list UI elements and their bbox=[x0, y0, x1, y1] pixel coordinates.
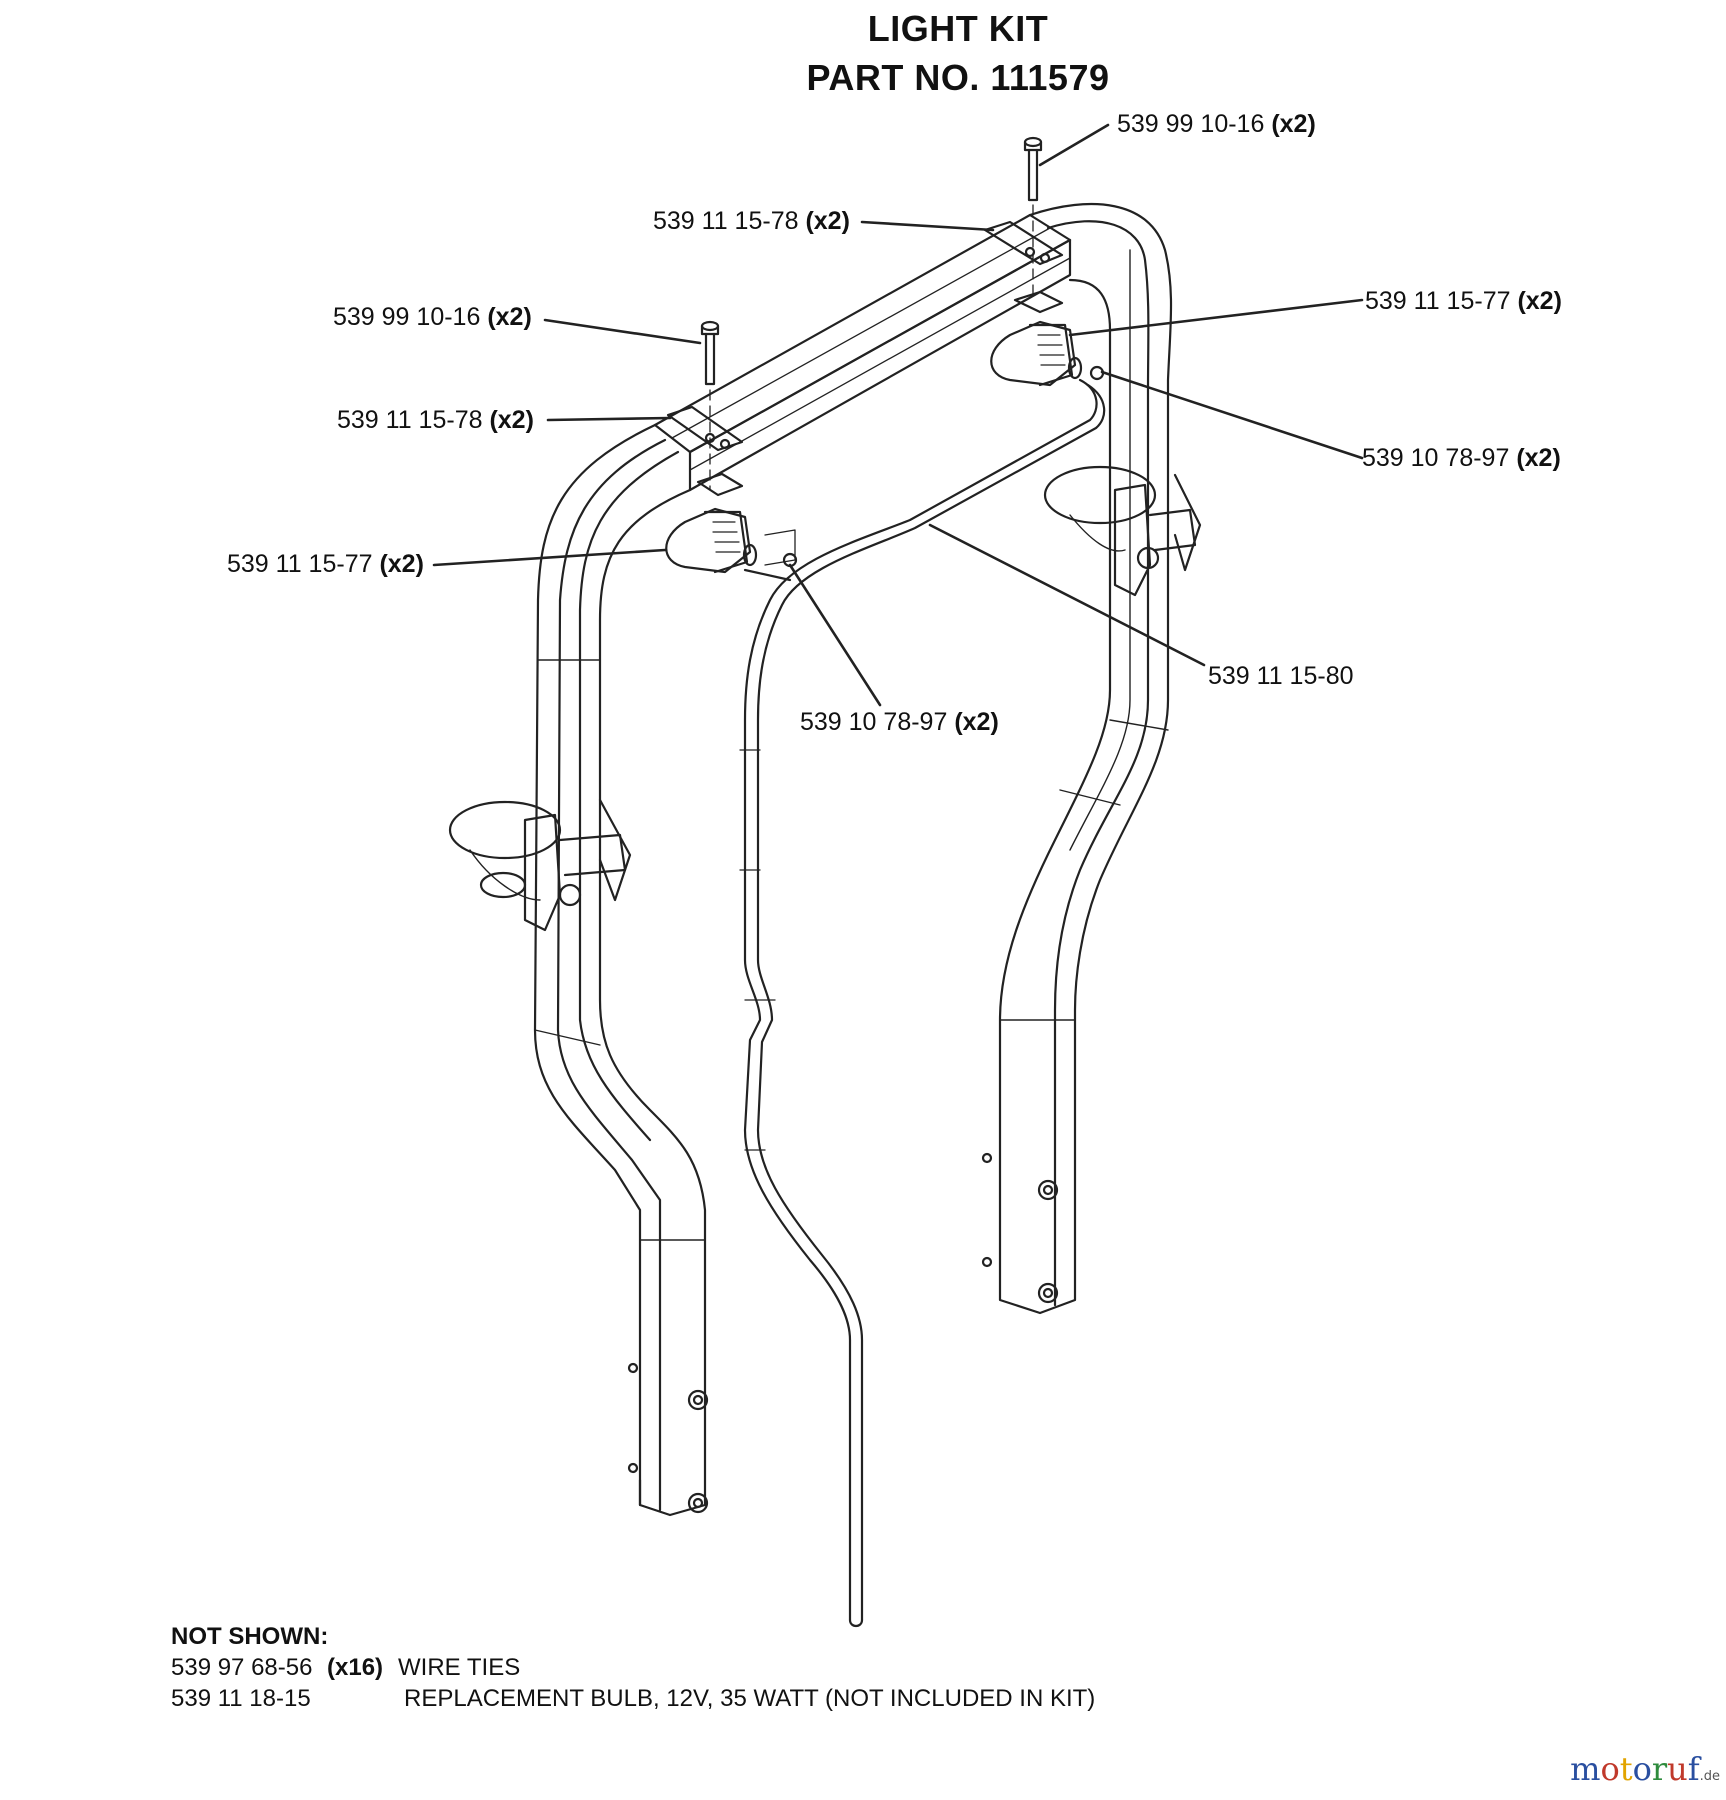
logo-letter: o bbox=[1600, 1750, 1620, 1788]
not-shown-quantity: (x16) bbox=[327, 1654, 384, 1681]
top-bracket-left bbox=[666, 405, 744, 497]
not-shown-description: WIRE TIES bbox=[398, 1654, 521, 1681]
wire-harness bbox=[739, 378, 1106, 1628]
logo-letter: u bbox=[1667, 1750, 1688, 1788]
lock-knob-left bbox=[448, 798, 632, 932]
logo-letter: t bbox=[1619, 1750, 1633, 1788]
callout-light-right: 539 11 15-77 (x2) bbox=[1365, 287, 1562, 315]
light-left bbox=[665, 507, 798, 574]
callout-bolt-top-right: 539 99 10-16 (x2) bbox=[1117, 110, 1316, 138]
callout-bracket-left: 539 11 15-78 (x2) bbox=[337, 406, 534, 434]
callout-bracket-top: 539 11 15-78 (x2) bbox=[653, 207, 850, 235]
callout-bolt-left: 539 99 10-16 (x2) bbox=[333, 303, 532, 331]
cross-bar bbox=[653, 213, 1072, 492]
logo-letter: f bbox=[1687, 1750, 1700, 1788]
motoruf-logo: motoruf.de bbox=[1570, 1750, 1720, 1788]
carriage-bolt-right bbox=[1023, 136, 1043, 301]
not-shown-part-number: 539 11 18-15 bbox=[171, 1685, 311, 1712]
light-right bbox=[990, 320, 1105, 387]
leader-lines bbox=[432, 123, 1364, 707]
diagram-title: LIGHT KIT bbox=[867, 8, 1049, 49]
callout-nut-left: 539 10 78-97 (x2) bbox=[800, 708, 999, 736]
callout-nut-right: 539 10 78-97 (x2) bbox=[1362, 444, 1561, 472]
logo-letter: r bbox=[1651, 1750, 1668, 1788]
lock-knob-right bbox=[1043, 465, 1202, 597]
not-shown-heading: NOT SHOWN: bbox=[171, 1623, 329, 1650]
not-shown-description: REPLACEMENT BULB, 12V, 35 WATT (NOT INCL… bbox=[404, 1685, 1096, 1712]
left-handle-tube bbox=[533, 423, 709, 1517]
carriage-bolt-left bbox=[700, 320, 720, 491]
logo-letter: m bbox=[1570, 1750, 1601, 1788]
right-handle-tube bbox=[981, 202, 1173, 1315]
not-shown-part-number: 539 97 68-56 bbox=[171, 1654, 313, 1681]
part-number-title: PART NO. 111579 bbox=[806, 57, 1110, 98]
callout-light-left: 539 11 15-77 (x2) bbox=[227, 550, 424, 578]
callout-wire-harness: 539 11 15-80 bbox=[1208, 662, 1354, 690]
top-bracket-right bbox=[983, 220, 1064, 314]
logo-letter: o bbox=[1632, 1750, 1652, 1788]
